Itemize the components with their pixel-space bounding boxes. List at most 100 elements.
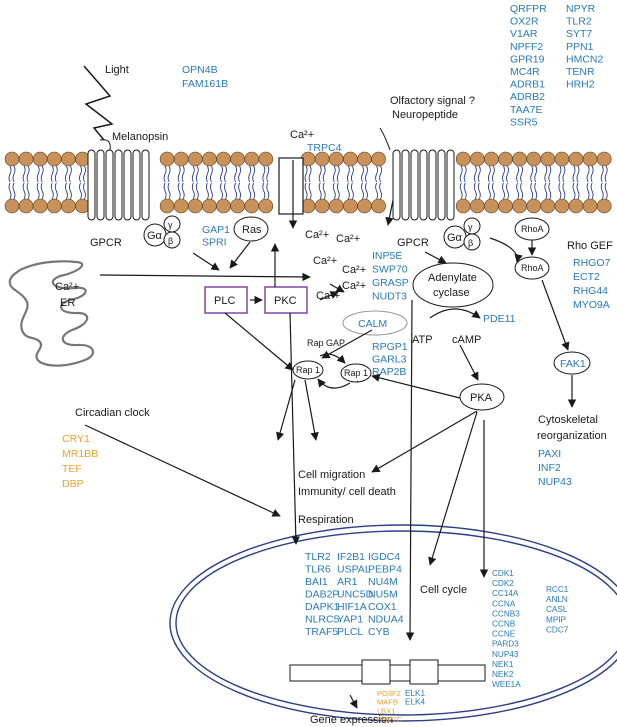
membrane-lipid-head — [258, 198, 274, 214]
gene-label: GAP1 — [202, 224, 230, 236]
membrane-lipid-tail — [205, 182, 213, 200]
gene-label: ELK4 — [405, 698, 425, 707]
gene-label: PAXI — [538, 448, 561, 460]
membrane-lipid-tail — [558, 182, 566, 200]
membrane-lipid-head — [159, 198, 175, 214]
pka-label: PKA — [470, 392, 493, 404]
membrane-lipid-tail — [487, 165, 495, 183]
membrane-lipid-head — [526, 151, 542, 167]
pathway-arrows — [84, 160, 577, 709]
membrane-lipid-head — [75, 198, 90, 214]
gene-label: HIF1A — [337, 601, 367, 613]
g-protein-left — [143, 215, 181, 249]
gene-label: RHG44 — [573, 285, 608, 297]
gene-label: TENR — [566, 66, 595, 78]
gene-label: RAP2B — [372, 366, 406, 378]
membrane-lipid-tail — [304, 165, 312, 183]
membrane-lipid-head — [582, 151, 598, 167]
gene-label: SWP70 — [372, 264, 408, 276]
gene-label: ANLN — [546, 595, 568, 604]
galpha-right-label: Gα — [447, 232, 463, 244]
gene-label: MC4R — [510, 66, 540, 78]
trpc-channel — [278, 157, 304, 215]
ca-er-label: Ca²+ — [55, 281, 79, 293]
membrane-lipid-tail — [220, 165, 227, 183]
beta-right-label: β — [468, 238, 473, 248]
adenylate-label-2: cyclase — [433, 287, 470, 299]
membrane-lipid-tail — [22, 165, 30, 183]
membrane-lipid-head — [4, 151, 20, 167]
membrane-lipid-head — [498, 198, 513, 214]
gene-label: NEK1 — [492, 660, 514, 669]
gene-label: IF2B1 — [337, 551, 365, 563]
membrane-lipid-tail — [346, 165, 354, 183]
membrane-lipid-head — [512, 151, 527, 167]
gene-label: NU5M — [368, 589, 398, 601]
gene-label: NUDT3 — [372, 291, 407, 303]
gene-label: RCC1 — [546, 585, 569, 594]
melanopsin-gpcr — [87, 139, 150, 221]
gene-label: SSR5 — [510, 116, 538, 128]
membrane-lipid-tail — [50, 165, 58, 183]
gene-label: RPGP1 — [372, 341, 408, 353]
membrane-lipid-head — [46, 198, 62, 214]
gene-label: LBX1 — [377, 706, 395, 715]
membrane-lipid-tail — [572, 165, 580, 183]
membrane-lipid-head — [357, 198, 372, 214]
gene-label: NDUA4 — [368, 614, 404, 626]
gene-label: NUP43 — [492, 650, 519, 659]
ca-f-label: Ca²+ — [316, 290, 340, 302]
gamma-right-label: γ — [468, 222, 473, 232]
membrane-lipid-tail — [318, 165, 326, 183]
membrane-lipid-head — [61, 198, 76, 214]
membrane-lipid-tail — [572, 182, 580, 200]
membrane-lipid-head — [469, 151, 485, 167]
membrane-lipid-tail — [8, 165, 16, 183]
dna-promoter-a — [361, 659, 391, 685]
membrane-lipid-tail — [8, 182, 16, 200]
gene-label: TRPC4 — [307, 142, 342, 154]
membrane-lipid-head — [230, 151, 245, 167]
membrane-lipid-tail — [332, 165, 340, 183]
membrane-lipid-tail — [318, 182, 326, 200]
membrane-lipid-tail — [600, 165, 608, 183]
gene-label: NPFF2 — [510, 41, 543, 53]
pkc-box — [264, 286, 308, 314]
gene-label: TAA7E — [510, 104, 542, 116]
membrane-lipid-tail — [516, 182, 524, 200]
membrane-lipid-head — [526, 198, 542, 214]
membrane-lipid-tail — [50, 182, 58, 200]
membrane-lipid-tail — [163, 182, 171, 200]
ca-c-label: Ca²+ — [313, 255, 337, 267]
gene-label: TLR6 — [305, 564, 331, 576]
gene-label: TRAF5 — [305, 626, 338, 638]
rhoa-node-b — [514, 256, 550, 280]
membrane-lipid-head — [371, 151, 386, 167]
membrane-lipid-tail — [177, 165, 185, 183]
membrane-lipid-head — [244, 151, 259, 167]
membrane-lipid-tail — [502, 182, 509, 200]
membrane-lipid-head — [18, 198, 34, 214]
membrane-lipid-tail — [530, 182, 538, 200]
fak1-node — [553, 351, 591, 375]
gene-label: RHGO7 — [573, 257, 611, 269]
membrane-lipid-tail — [586, 182, 594, 200]
gene-label: OX2R — [510, 16, 539, 28]
beta-left-label: β — [168, 236, 173, 246]
membrane-lipid-tail — [558, 165, 566, 183]
camp-label: cAMP — [452, 334, 481, 346]
membrane-lipid-head — [596, 151, 612, 167]
cytoskeletal-label-1: Cytoskeletal — [538, 414, 598, 426]
gene-label: HMCN2 — [566, 53, 603, 65]
membrane-lipid-head — [554, 151, 570, 167]
gene-label: IGDC4 — [368, 551, 400, 563]
gene-label: CCNE — [492, 630, 516, 639]
gene-label: ELK1 — [405, 689, 425, 698]
olfactory-gpcr — [379, 127, 455, 221]
membrane-lipid-head — [512, 198, 527, 214]
immunity-label: Immunity/ cell death — [298, 486, 396, 498]
gene-label: GPR19 — [510, 53, 545, 65]
membrane-lipid-tail — [220, 182, 227, 200]
membrane-lipid-tail — [234, 182, 242, 200]
membrane-lipid-head — [216, 151, 231, 167]
